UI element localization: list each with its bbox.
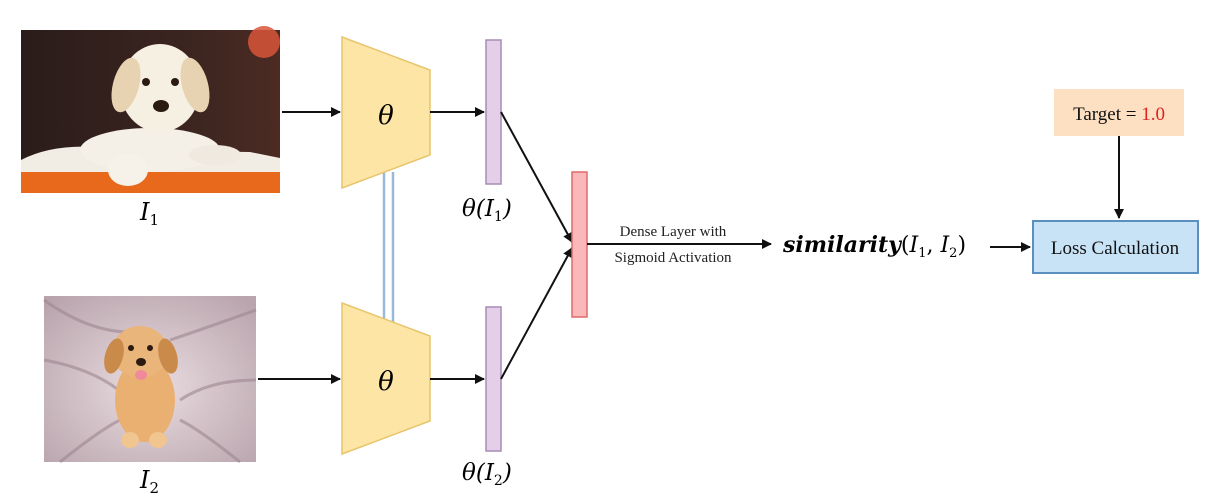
arrow-embedding1-to-dense <box>500 111 573 243</box>
embedding-vector-2 <box>485 306 502 452</box>
embedding-1-label: θ(I1) <box>462 196 512 225</box>
loss-calculation-label: Loss Calculation <box>1051 238 1180 259</box>
embedding-2-label: θ(I2) <box>462 460 512 489</box>
arrow-embedding2-to-dense <box>500 247 573 380</box>
encoder-bottom <box>341 301 431 456</box>
target-value: 1.0 <box>1141 104 1165 125</box>
embedding-vector-1 <box>485 39 502 185</box>
input-image-2 <box>43 296 257 464</box>
encoder-top-symbol: θ <box>378 101 394 131</box>
dense-layer-caption-line1: Dense Layer with <box>620 224 727 240</box>
target-label: Target = 1.0 <box>1073 104 1165 125</box>
dense-layer-caption-line2: Sigmoid Activation <box>614 250 732 266</box>
encoder-bottom-symbol: θ <box>378 367 394 397</box>
shared-weights-connector <box>382 172 395 322</box>
similarity-output: similarity(I1, I2) <box>782 232 966 261</box>
loss-calculation-box <box>1032 220 1199 274</box>
encoder-top <box>341 35 431 190</box>
dense-layer <box>571 171 588 318</box>
image-1-label: I1 <box>139 198 159 229</box>
input-image-1 <box>21 26 280 193</box>
target-box <box>1054 89 1184 136</box>
image-2-label: I2 <box>139 466 159 497</box>
